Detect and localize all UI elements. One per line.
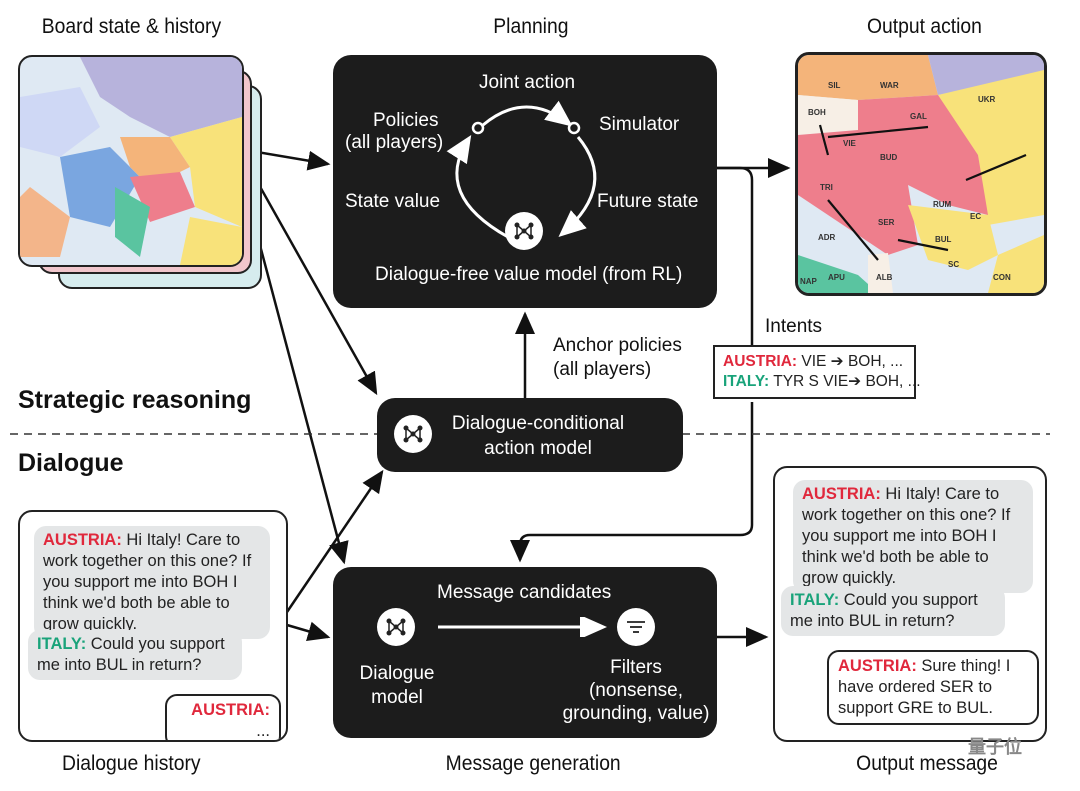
territory-label: ADR bbox=[818, 233, 836, 242]
dialogue-history-box: AUSTRIA: Hi Italy! Care to work together… bbox=[18, 510, 288, 742]
anchor-line: Anchor policies bbox=[553, 335, 682, 356]
neural-network-icon bbox=[394, 415, 432, 453]
future-state-label: Future state bbox=[597, 191, 699, 212]
policies-sub-label: (all players) bbox=[345, 132, 444, 153]
message-bubble: AUSTRIA: Hi Italy! Care to work together… bbox=[34, 526, 270, 639]
message-text: Hi Italy! Care to work together on this … bbox=[43, 531, 252, 633]
player-name: AUSTRIA: bbox=[838, 657, 917, 675]
message-bubble: ITALY: Could you support me into BUL in … bbox=[28, 630, 242, 680]
territory-label: EC bbox=[970, 212, 982, 221]
territory-label: ALB bbox=[876, 273, 893, 282]
message-text: ... bbox=[256, 722, 270, 740]
player-name: ITALY: bbox=[37, 635, 87, 653]
neural-network-icon bbox=[505, 212, 543, 250]
anchor-policies-label: Anchor policies (all players) bbox=[553, 334, 682, 382]
territory-label: WAR bbox=[880, 81, 899, 90]
message-text: Hi Italy! Care to work together on this … bbox=[802, 485, 1011, 587]
message-text: Could you support me into BUL in return? bbox=[37, 635, 225, 674]
territory-label: APU bbox=[828, 273, 845, 282]
territory-label: SER bbox=[878, 218, 895, 227]
intent-row: ITALY: TYR S VIE➔ BOH, ... bbox=[723, 372, 921, 392]
message-candidates-label: Message candidates bbox=[437, 582, 612, 603]
output-action-title: Output action bbox=[866, 15, 982, 38]
player-name: AUSTRIA: bbox=[43, 531, 122, 549]
board-state-title: Board state & history bbox=[41, 15, 222, 38]
dialogue-history-title: Dialogue history bbox=[62, 752, 201, 775]
strategic-reasoning-heading: Strategic reasoning bbox=[18, 386, 252, 414]
neural-network-icon bbox=[377, 608, 415, 646]
watermark: 量子位 bbox=[968, 737, 1022, 757]
territory-label: UKR bbox=[978, 95, 996, 104]
joint-action-label: Joint action bbox=[479, 72, 576, 93]
intents-box: AUSTRIA: VIE ➔ BOH, ... ITALY: TYR S VIE… bbox=[713, 345, 921, 399]
state-value-label: State value bbox=[345, 191, 441, 212]
output-action-map: SIL WAR UKR BOH GAL VIE BUD TRI RUM EC S… bbox=[795, 52, 1047, 296]
player-name: ITALY: bbox=[790, 591, 840, 609]
simulator-label: Simulator bbox=[599, 114, 680, 135]
policies-label: Policies bbox=[373, 110, 439, 131]
territory-label: SC bbox=[948, 260, 960, 269]
planning-box: Joint action Policies (all players) Simu… bbox=[333, 55, 717, 308]
dialogue-model-label: model bbox=[371, 687, 423, 708]
filters-sub-label: (nonsense, bbox=[588, 680, 683, 701]
territory-label: BUD bbox=[880, 153, 898, 162]
territory-label: BUL bbox=[935, 235, 952, 244]
filter-icon bbox=[617, 608, 655, 646]
model-label: action model bbox=[484, 438, 592, 459]
player-name: AUSTRIA: bbox=[802, 485, 881, 503]
message-bubble: AUSTRIA: Hi Italy! Care to work together… bbox=[793, 480, 1033, 593]
territory-label: NAP bbox=[800, 277, 817, 286]
message-generation-box: Message candidates Dialogue model Filter… bbox=[333, 567, 717, 738]
territory-label: TRI bbox=[820, 183, 833, 192]
value-model-label: Dialogue-free value model (from RL) bbox=[375, 264, 683, 285]
territory-label: GAL bbox=[910, 112, 927, 121]
player-name: AUSTRIA: bbox=[723, 353, 798, 370]
dialogue-conditional-action-model: Dialogue-conditional action model bbox=[377, 398, 683, 472]
filters-sub-label: grounding, value) bbox=[562, 703, 710, 724]
territory-label: VIE bbox=[843, 139, 856, 148]
filters-label: Filters bbox=[610, 657, 662, 678]
message-text: Sure thing! I have ordered SER to suppor… bbox=[838, 657, 1011, 717]
player-name: ITALY: bbox=[723, 373, 770, 390]
territory-labels: SIL WAR UKR BOH GAL VIE BUD TRI RUM EC S… bbox=[798, 55, 1044, 293]
output-message-title: Output message bbox=[856, 752, 998, 775]
model-label: Dialogue-conditional bbox=[451, 413, 625, 434]
territory-label: CON bbox=[993, 273, 1011, 282]
territory-label: SIL bbox=[828, 81, 841, 90]
territory-label: RUM bbox=[933, 200, 952, 209]
message-bubble: AUSTRIA: ... bbox=[165, 694, 281, 740]
message-bubble: ITALY: Could you support me into BUL in … bbox=[781, 586, 1005, 636]
board-state-map bbox=[18, 55, 244, 267]
intent-row: AUSTRIA: VIE ➔ BOH, ... bbox=[723, 352, 906, 372]
intent-text: TYR S VIE➔ BOH, ... bbox=[769, 373, 921, 390]
anchor-line: (all players) bbox=[553, 359, 652, 380]
message-generation-title: Message generation bbox=[445, 752, 621, 775]
message-text: Could you support me into BUL in return? bbox=[790, 591, 978, 630]
message-bubble: AUSTRIA: Sure thing! I have ordered SER … bbox=[827, 650, 1039, 725]
intents-label: Intents bbox=[765, 316, 823, 337]
planning-title: Planning bbox=[493, 15, 569, 38]
dialogue-model-label: Dialogue bbox=[359, 663, 435, 684]
dialogue-heading: Dialogue bbox=[18, 449, 124, 477]
player-name: AUSTRIA: bbox=[191, 701, 270, 719]
output-message-box: AUSTRIA: Hi Italy! Care to work together… bbox=[773, 466, 1047, 742]
intent-text: VIE ➔ BOH, ... bbox=[797, 353, 904, 370]
territory-label: BOH bbox=[808, 108, 826, 117]
